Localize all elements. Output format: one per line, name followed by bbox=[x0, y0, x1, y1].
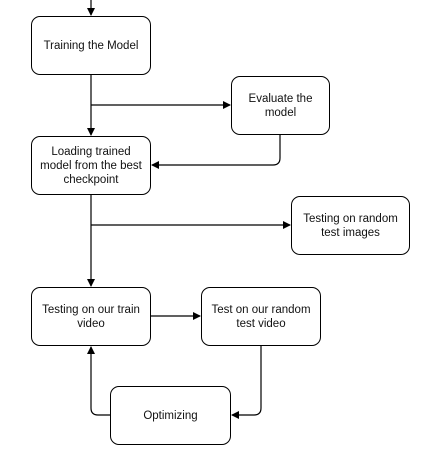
evaluate-the-model-node: Evaluate the model bbox=[231, 76, 330, 135]
optimizing-label: Optimizing bbox=[143, 409, 198, 422]
testing-random-test-images-node: Testing on random test images bbox=[291, 196, 410, 255]
test-random-test-video-node: Test on our random test video bbox=[201, 287, 321, 346]
loading-trained-model-node: Loading trained model from the best chec… bbox=[31, 136, 151, 195]
evaluate-the-model-label: Evaluate the model bbox=[248, 92, 313, 119]
test-random-test-video-label: Test on our random test video bbox=[211, 303, 311, 330]
optimizing-node: Optimizing bbox=[110, 386, 231, 445]
testing-train-video-node: Testing on our train video bbox=[31, 287, 151, 346]
edge-optimizing-to-train-video bbox=[87, 346, 110, 416]
loading-trained-model-label: Loading trained model from the best chec… bbox=[40, 145, 142, 186]
training-the-model-node: Training the Model bbox=[31, 16, 151, 75]
edge-evaluate-to-loading bbox=[151, 135, 281, 169]
edge-test-video-to-optimizing bbox=[231, 346, 262, 419]
training-the-model-label: Training the Model bbox=[43, 39, 139, 52]
testing-train-video-label: Testing on our train video bbox=[42, 303, 140, 330]
testing-random-test-images-label: Testing on random test images bbox=[303, 212, 398, 239]
